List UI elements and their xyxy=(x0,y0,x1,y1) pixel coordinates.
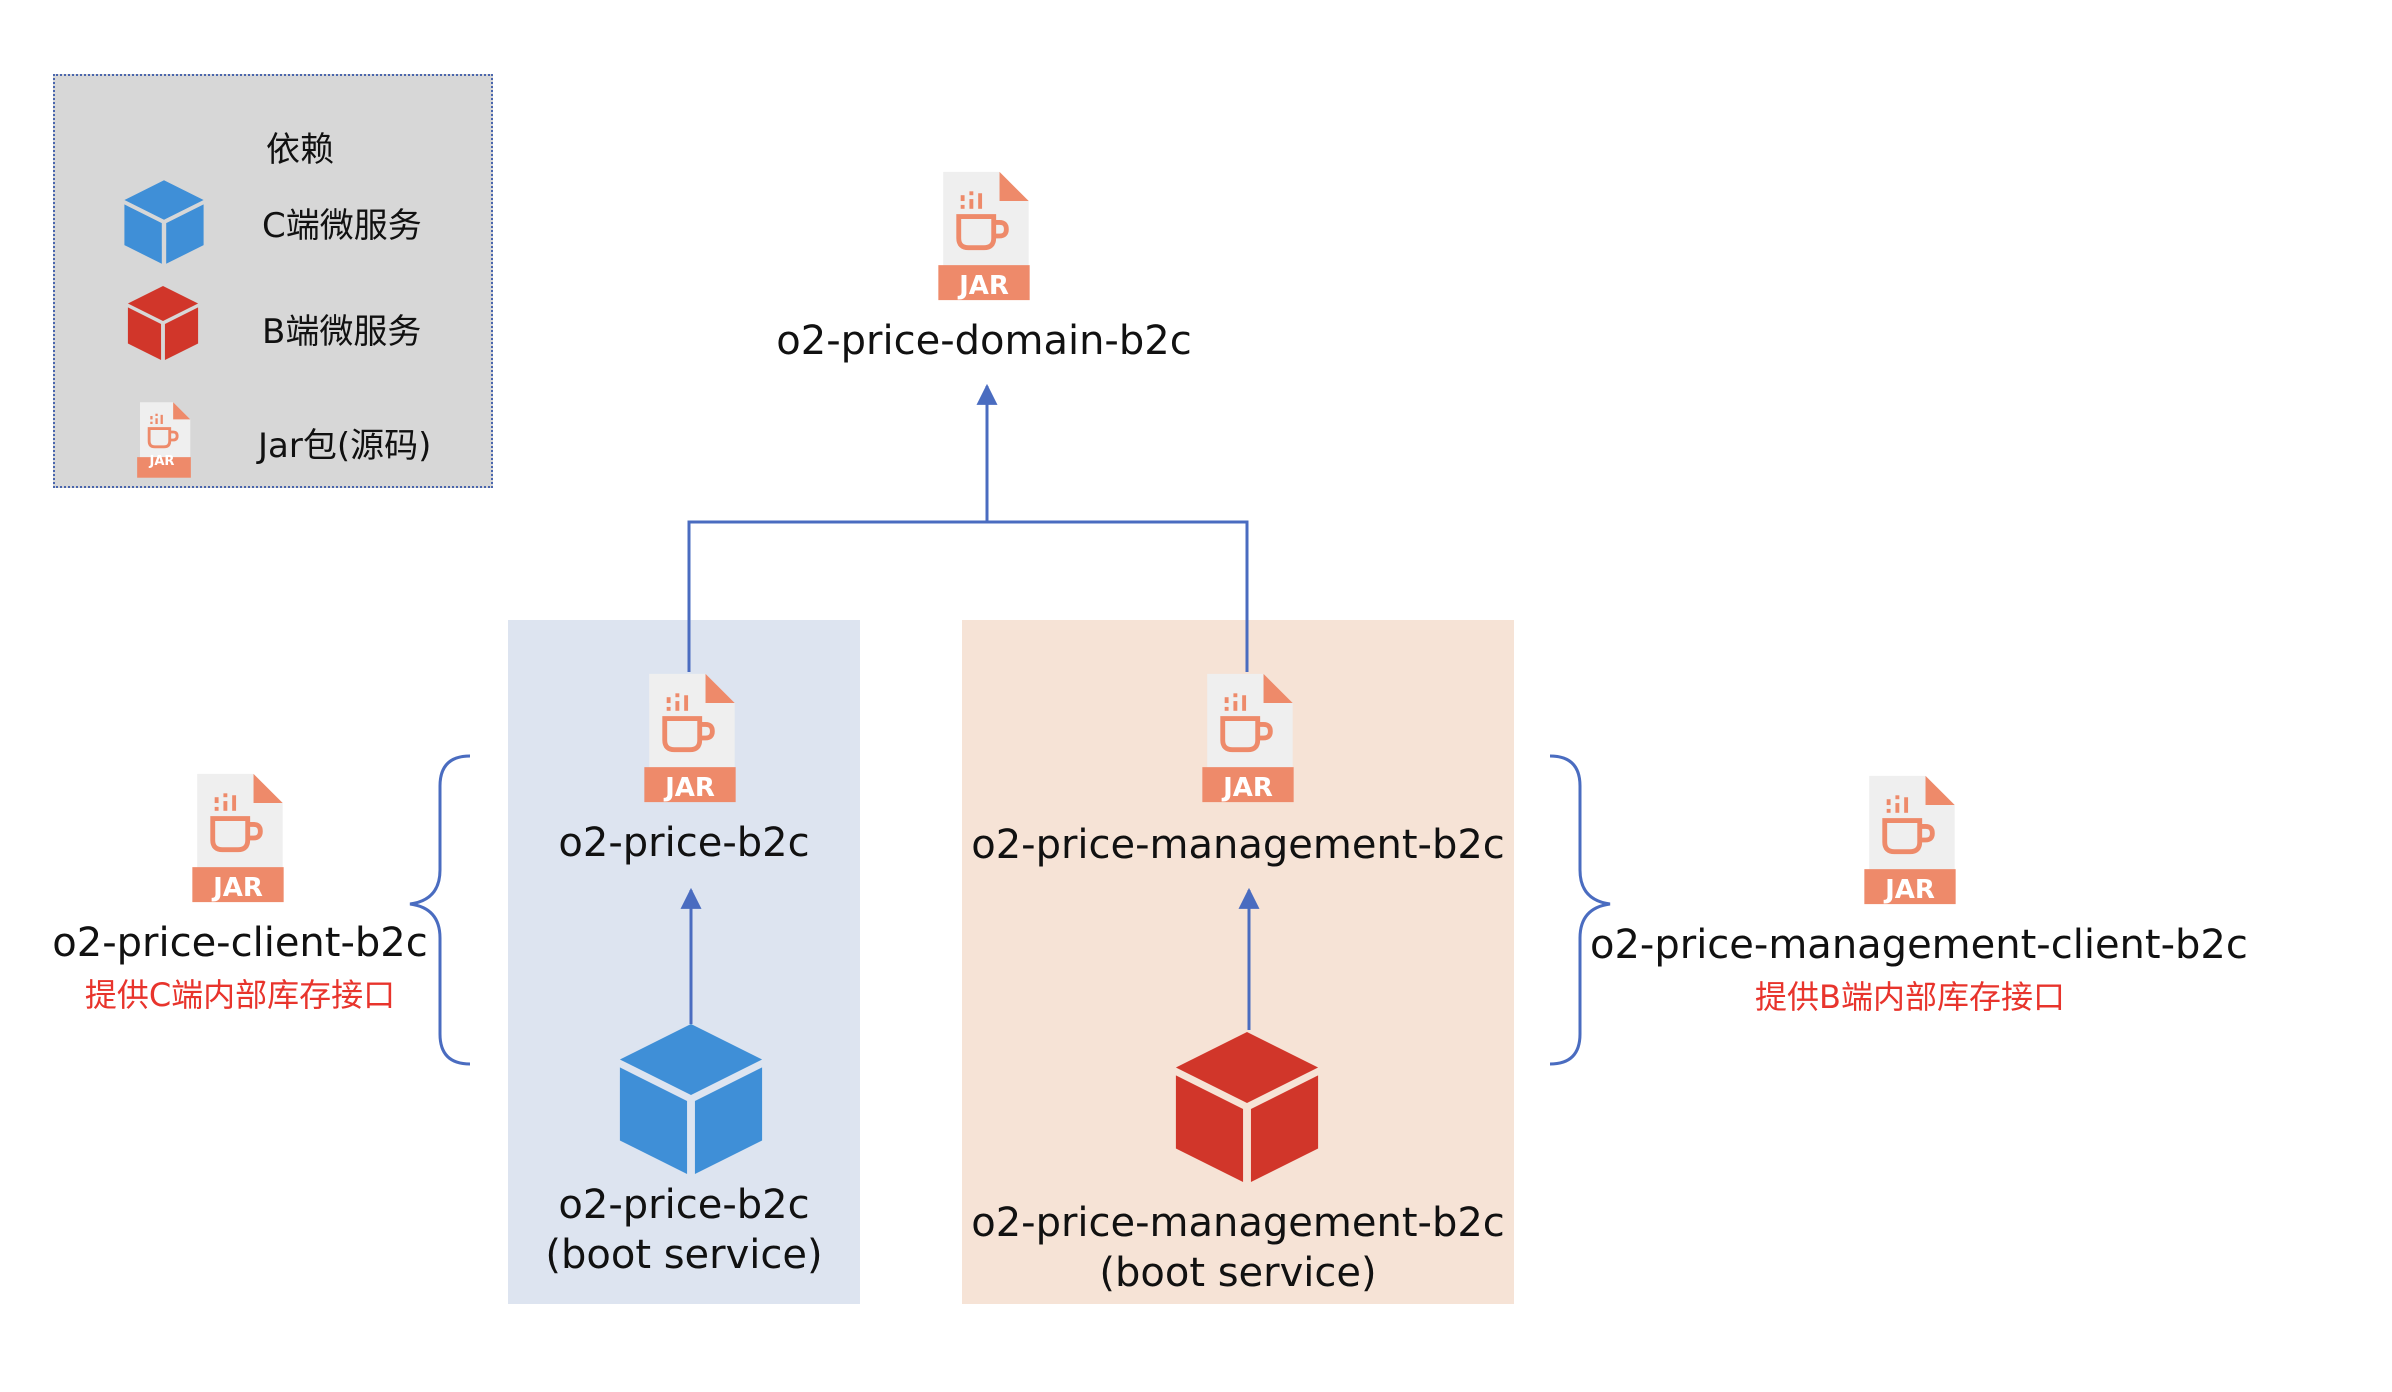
management-boot-b-service-cube-icon xyxy=(1168,1028,1326,1186)
price-boot-name: o2-price-b2c xyxy=(558,1182,810,1228)
price-boot-c-service-cube-icon xyxy=(612,1020,770,1178)
legend-box xyxy=(53,74,493,488)
management-b2c-jar-name: o2-price-management-b2c xyxy=(971,822,1505,868)
legend-jar-label: Jar包(源码) xyxy=(258,426,432,466)
merge-connector xyxy=(687,520,1249,672)
client-b2c-jar-icon-label: JAR xyxy=(213,873,263,903)
management-client-b2c-jar-icon-label: JAR xyxy=(1885,875,1935,905)
domain-jar-name: o2-price-domain-b2c xyxy=(776,318,1192,364)
management-b2c-jar-icon-label: JAR xyxy=(1223,773,1273,803)
domain-jar-icon-label: JAR xyxy=(959,271,1009,301)
management-boot-sub: (boot service) xyxy=(1099,1250,1377,1296)
legend-jar-icon-label: JAR xyxy=(149,454,175,469)
left-brace xyxy=(409,754,471,1066)
legend-b-service-cube-icon xyxy=(124,284,202,362)
price-b2c-jar-name: o2-price-b2c xyxy=(558,820,810,866)
legend-c-service-label: C端微服务 xyxy=(262,206,422,246)
management-client-b2c-jar-name: o2-price-management-client-b2c xyxy=(1590,922,2248,968)
management-boot-name: o2-price-management-b2c xyxy=(971,1200,1505,1246)
right-brace xyxy=(1549,754,1611,1066)
client-b2c-note: 提供C端内部库存接口 xyxy=(84,976,396,1014)
legend-b-service-label: B端微服务 xyxy=(262,312,422,352)
client-b2c-jar-name: o2-price-client-b2c xyxy=(52,920,428,966)
price-b2c-jar-icon-label: JAR xyxy=(665,773,715,803)
legend-dependency-label: 依赖 xyxy=(266,130,334,170)
management-client-b2c-note: 提供B端内部库存接口 xyxy=(1755,978,2065,1016)
price-boot-sub: (boot service) xyxy=(545,1232,823,1278)
legend-c-service-cube-icon xyxy=(120,178,208,266)
